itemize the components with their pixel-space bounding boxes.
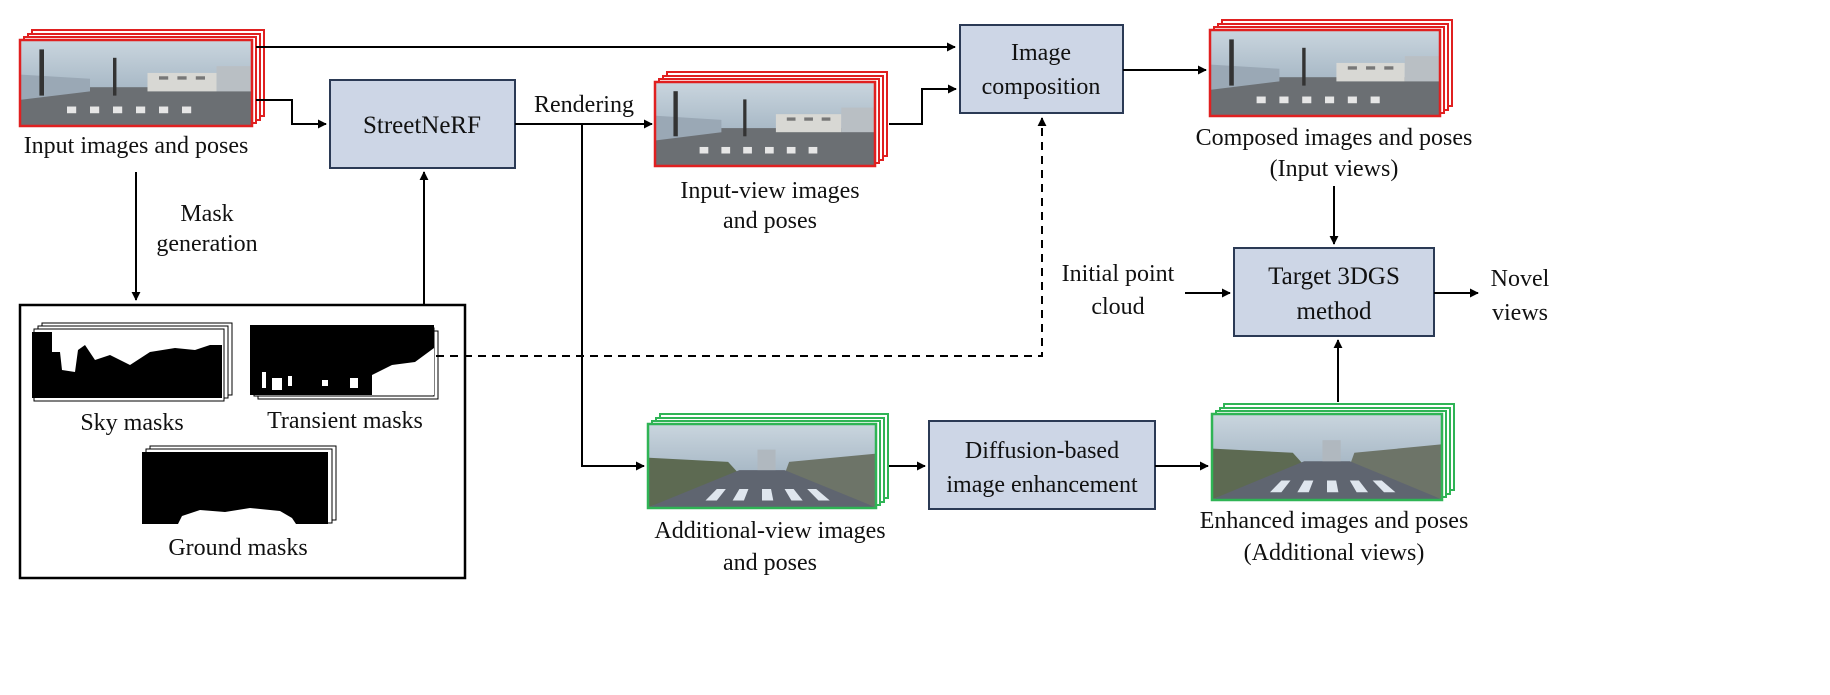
novel-views-label-2: views — [1492, 300, 1548, 326]
novel-views-label-1: Novel — [1491, 266, 1550, 292]
initial-point-cloud-label-1: Initial point — [1062, 261, 1175, 287]
mask-generation-label-1: Mask — [180, 201, 233, 227]
diffusion-label-1: Diffusion-based — [965, 438, 1119, 464]
image-composition-label-1: Image — [1011, 40, 1071, 66]
input-view-label-2: and poses — [723, 208, 817, 234]
arrows — [131, 42, 1479, 471]
enhanced-label-2: (Additional views) — [1244, 540, 1425, 566]
transient-masks-label: Transient masks — [267, 408, 423, 434]
ground-masks-label: Ground masks — [168, 535, 307, 561]
composed-images-stack — [1208, 19, 1453, 118]
sky-masks — [32, 322, 233, 402]
target-label-2: method — [1297, 298, 1372, 325]
rendering-label: Rendering — [534, 92, 634, 118]
additional-view-label-2: and poses — [723, 550, 817, 576]
initial-point-cloud-label-2: cloud — [1091, 294, 1144, 320]
target-label-1: Target 3DGS — [1268, 263, 1400, 290]
streetnerf-block — [329, 79, 516, 169]
ground-masks — [142, 445, 337, 524]
enhanced-images-stack — [1210, 403, 1455, 502]
input-images-stack — [18, 29, 265, 128]
input-view-label-1: Input-view images — [680, 178, 859, 204]
additional-view-label-1: Additional-view images — [654, 518, 885, 544]
composed-label-1: Composed images and poses — [1196, 125, 1473, 151]
input-images-label: Input images and poses — [24, 133, 249, 159]
streetnerf-label: StreetNeRF — [363, 112, 481, 139]
enhanced-label-1: Enhanced images and poses — [1200, 508, 1469, 534]
mask-generation-label-2: generation — [156, 231, 257, 257]
additional-view-images-stack — [646, 413, 889, 510]
transient-masks — [250, 325, 439, 400]
diffusion-block — [928, 420, 1156, 510]
target-3dgs-block — [1233, 247, 1435, 337]
input-view-images-stack — [653, 71, 888, 168]
composed-label-2: (Input views) — [1270, 156, 1399, 182]
image-composition-label-2: composition — [982, 74, 1101, 100]
sky-masks-label: Sky masks — [80, 410, 183, 436]
diffusion-label-2: image enhancement — [946, 472, 1138, 498]
